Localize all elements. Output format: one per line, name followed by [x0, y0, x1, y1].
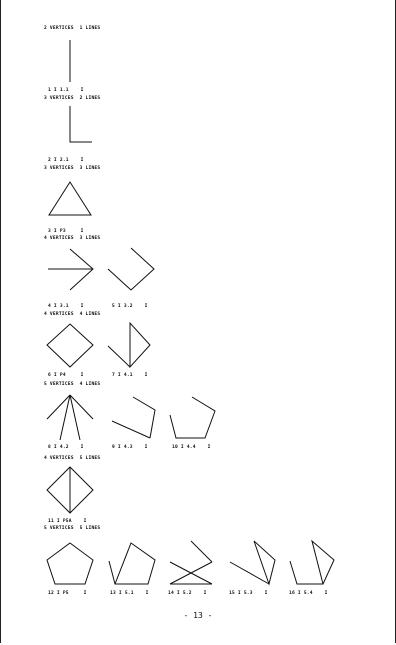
graph-3-1 — [48, 248, 94, 291]
section-header: 5 VERTICES 5 LINES — [44, 526, 101, 531]
figure-caption: 15 I 5.3 I — [229, 591, 268, 596]
graph-4-3 — [111, 396, 156, 439]
figure-caption: 11 I P5A I — [48, 519, 87, 524]
figure-caption: 7 I 4.1 I — [112, 373, 148, 378]
graph-p3 — [48, 181, 92, 216]
figure-caption: 12 I P5 I — [48, 591, 87, 596]
graph-5-1 — [108, 542, 156, 585]
figure-caption: 5 I 3.2 I — [112, 304, 148, 309]
figure-caption: 6 I P4 I — [48, 373, 84, 378]
graph-p4 — [46, 323, 94, 368]
section-header: 2 VERTICES 1 LINES — [44, 26, 101, 31]
graph-5-2 — [169, 540, 213, 585]
figure-caption: 1 I 1.1 I — [48, 88, 84, 93]
graph-5-3 — [229, 540, 276, 586]
graph-3-2 — [107, 247, 155, 291]
graph-4-2 — [46, 394, 94, 441]
figure-caption: 13 I 5.1 I — [110, 591, 149, 596]
graph-4-4 — [169, 396, 216, 439]
figure-caption: 3 I P3 I — [48, 229, 84, 234]
figure-caption: 4 I 3.1 I — [48, 304, 84, 309]
figure-caption: 9 I 4.3 I — [112, 445, 148, 450]
figure-caption: 10 I 4.4 I — [172, 445, 211, 450]
graph-2-1 — [69, 106, 92, 143]
graph-5-4 — [289, 539, 335, 585]
section-header: 4 VERTICES 4 LINES — [44, 312, 101, 317]
figure-caption: 2 I 2.1 I — [48, 158, 84, 163]
graph-4-1 — [107, 321, 151, 369]
graph-p5 — [46, 542, 94, 585]
figure-caption: 8 I 4.2 I — [48, 445, 84, 450]
section-header: 4 VERTICES 3 LINES — [44, 236, 101, 241]
section-header: 5 VERTICES 4 LINES — [44, 382, 101, 387]
page-number: - 13 - — [183, 611, 213, 620]
figure-caption: 14 I 5.2 I — [168, 591, 207, 596]
graph-p5a — [46, 466, 94, 514]
section-header: 4 VERTICES 5 LINES — [44, 456, 101, 461]
figure-caption: 16 I 5.4 I — [289, 591, 328, 596]
section-header: 3 VERTICES 3 LINES — [44, 166, 101, 171]
section-header: 3 VERTICES 2 LINES — [44, 96, 101, 101]
